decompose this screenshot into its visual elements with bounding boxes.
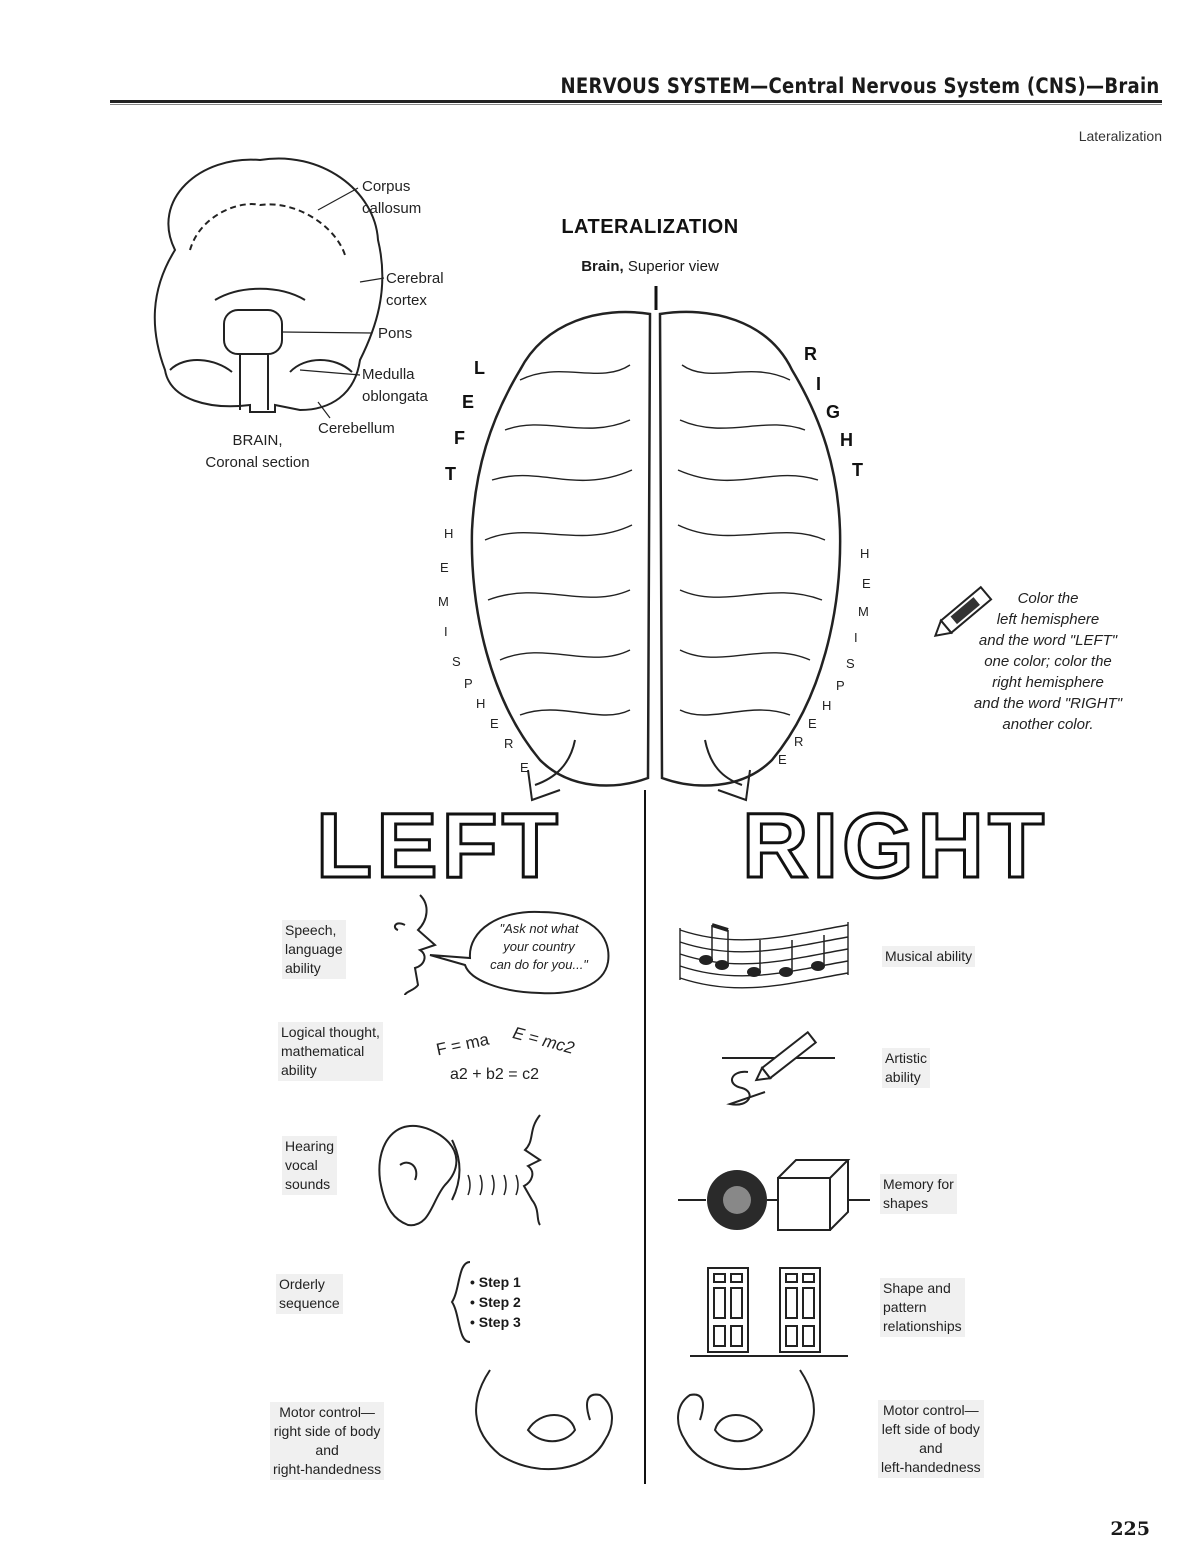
flexed-arm-left-icon xyxy=(678,1370,814,1469)
page-number: 225 xyxy=(1110,1518,1150,1540)
sphere-and-cube-icon xyxy=(678,1160,870,1230)
drawing-pencil-icon xyxy=(722,1032,835,1104)
doors-icon xyxy=(690,1268,848,1356)
music-staff-icon xyxy=(680,922,848,988)
